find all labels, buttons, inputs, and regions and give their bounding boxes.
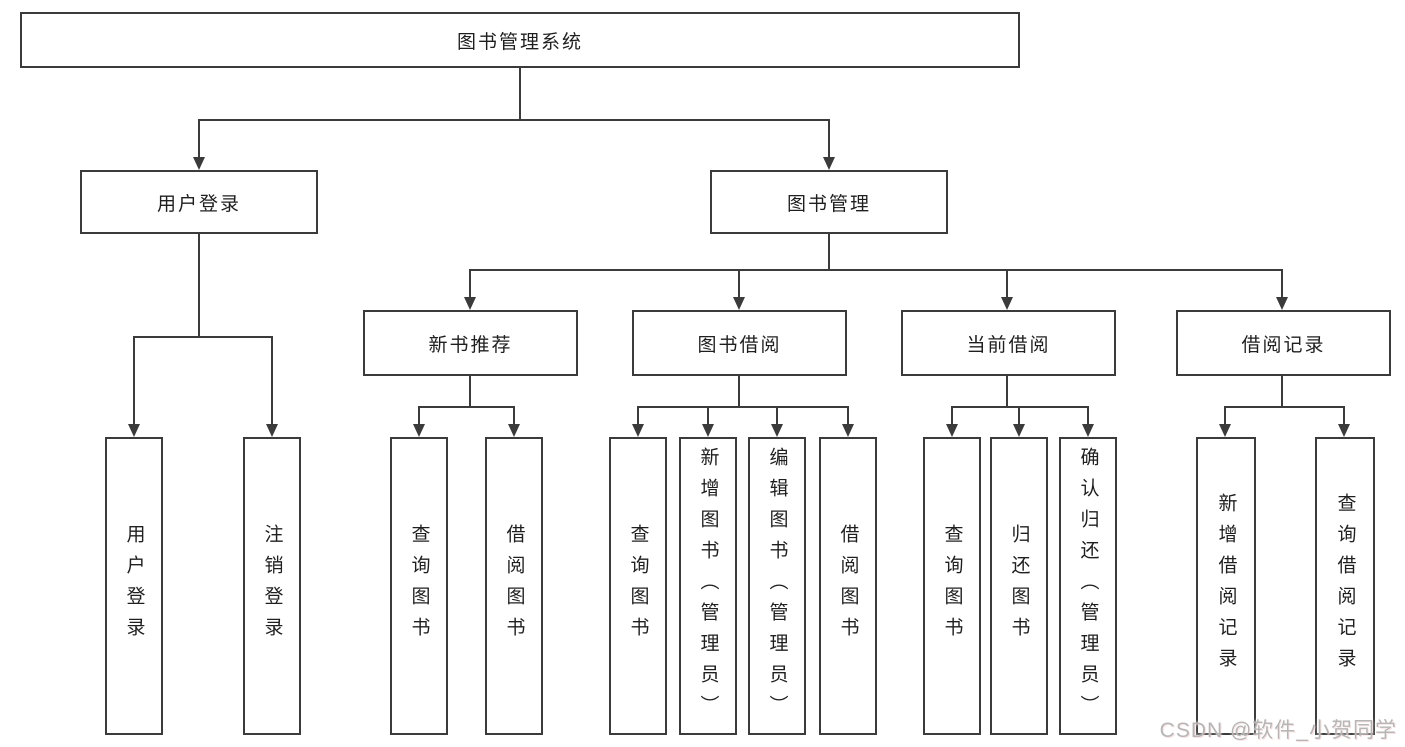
edge-user-login-stem [198, 234, 200, 338]
node-borrow-records: 借阅记录 [1176, 310, 1391, 376]
arrowhead-book-management-icon [823, 157, 835, 170]
watermark-text: CSDN @软件_小贺同学 [1159, 719, 1397, 742]
edge-br-branch [1224, 406, 1345, 408]
leaf-user-login: 用户登录 [105, 437, 163, 735]
edge-bb-stem [738, 375, 740, 408]
leaf-current-query-books: 查询图书 [923, 437, 981, 735]
leaf-borrowing-query-books: 查询图书 [609, 437, 667, 735]
edge-nbr-stem [469, 375, 471, 408]
edge-to-ul-logout [271, 336, 273, 428]
node-current-borrowing: 当前借阅 [901, 310, 1116, 376]
arrowhead-ul-logout-icon [266, 424, 278, 437]
leaf-logout-login: 注销登录 [243, 437, 301, 735]
edge-to-book-borrow [738, 269, 740, 301]
arrowhead-bb-borrow-icon [842, 424, 854, 437]
edge-to-cb-query [951, 406, 953, 428]
leaf-return-books: 归还图书 [990, 437, 1048, 735]
arrowhead-bb-edit-icon [771, 424, 783, 437]
leaf-recommend-borrow-books: 借阅图书 [485, 437, 543, 735]
edge-to-br-query [1343, 406, 1345, 428]
edge-cb-branch [951, 406, 1089, 408]
node-library-management-system: 图书管理系统 [20, 12, 1020, 68]
arrowhead-book-borrow-icon [733, 297, 745, 310]
edge-to-ul-login [133, 336, 135, 428]
edge-to-bb-borrow [847, 406, 849, 428]
edge-user-login-branch [133, 336, 273, 338]
arrowhead-cb-return-icon [1013, 424, 1025, 437]
node-book-borrowing: 图书借阅 [632, 310, 847, 376]
leaf-query-borrow-record: 查询借阅记录 [1315, 437, 1375, 735]
edge-to-cb-return [1018, 406, 1020, 428]
edge-br-stem [1281, 375, 1283, 408]
edge-to-bb-query [637, 406, 639, 428]
arrowhead-nbr-borrow-icon [508, 424, 520, 437]
edge-to-nbr-borrow [513, 406, 515, 428]
leaf-confirm-return-admin: 确认归还（管理员） [1059, 437, 1117, 735]
edge-cb-stem [1006, 375, 1008, 408]
arrowhead-bb-add-icon [702, 424, 714, 437]
edge-to-book-management [828, 119, 830, 161]
arrowhead-borrow-record-icon [1276, 297, 1288, 310]
edge-to-current-borrow [1006, 269, 1008, 301]
arrowhead-br-query-icon [1338, 424, 1350, 437]
edge-bb-branch [637, 406, 849, 408]
edge-nbr-branch [418, 406, 515, 408]
arrowhead-current-borrow-icon [1001, 297, 1013, 310]
leaf-borrow-books: 借阅图书 [819, 437, 877, 735]
arrowhead-cb-query-icon [946, 424, 958, 437]
arrowhead-nbr-query-icon [413, 424, 425, 437]
edge-to-nbr-query [418, 406, 420, 428]
edge-to-cb-confirm [1087, 406, 1089, 428]
node-user-login: 用户登录 [80, 170, 318, 234]
edge-to-br-add [1224, 406, 1226, 428]
edge-to-user-login [198, 119, 200, 161]
edge-to-bb-add [707, 406, 709, 428]
arrowhead-bb-query-icon [632, 424, 644, 437]
leaf-add-borrow-record: 新增借阅记录 [1196, 437, 1256, 735]
edge-root-stem [519, 68, 521, 121]
edge-root-branch [198, 119, 830, 121]
leaf-recommend-query-books: 查询图书 [390, 437, 448, 735]
arrowhead-cb-confirm-icon [1082, 424, 1094, 437]
arrowhead-new-book-rec-icon [464, 297, 476, 310]
arrowhead-ul-login-icon [128, 424, 140, 437]
arrowhead-br-add-icon [1219, 424, 1231, 437]
edge-to-bb-edit [776, 406, 778, 428]
edge-book-mgmt-branch [469, 269, 1283, 271]
node-new-book-recommend: 新书推荐 [363, 310, 578, 376]
edge-book-mgmt-stem [828, 234, 830, 271]
leaf-add-books-admin: 新增图书（管理员） [679, 437, 737, 735]
arrowhead-user-login-icon [193, 157, 205, 170]
edge-to-new-book-rec [469, 269, 471, 301]
edge-to-borrow-record [1281, 269, 1283, 301]
node-book-management: 图书管理 [710, 170, 948, 234]
leaf-edit-books-admin: 编辑图书（管理员） [748, 437, 806, 735]
